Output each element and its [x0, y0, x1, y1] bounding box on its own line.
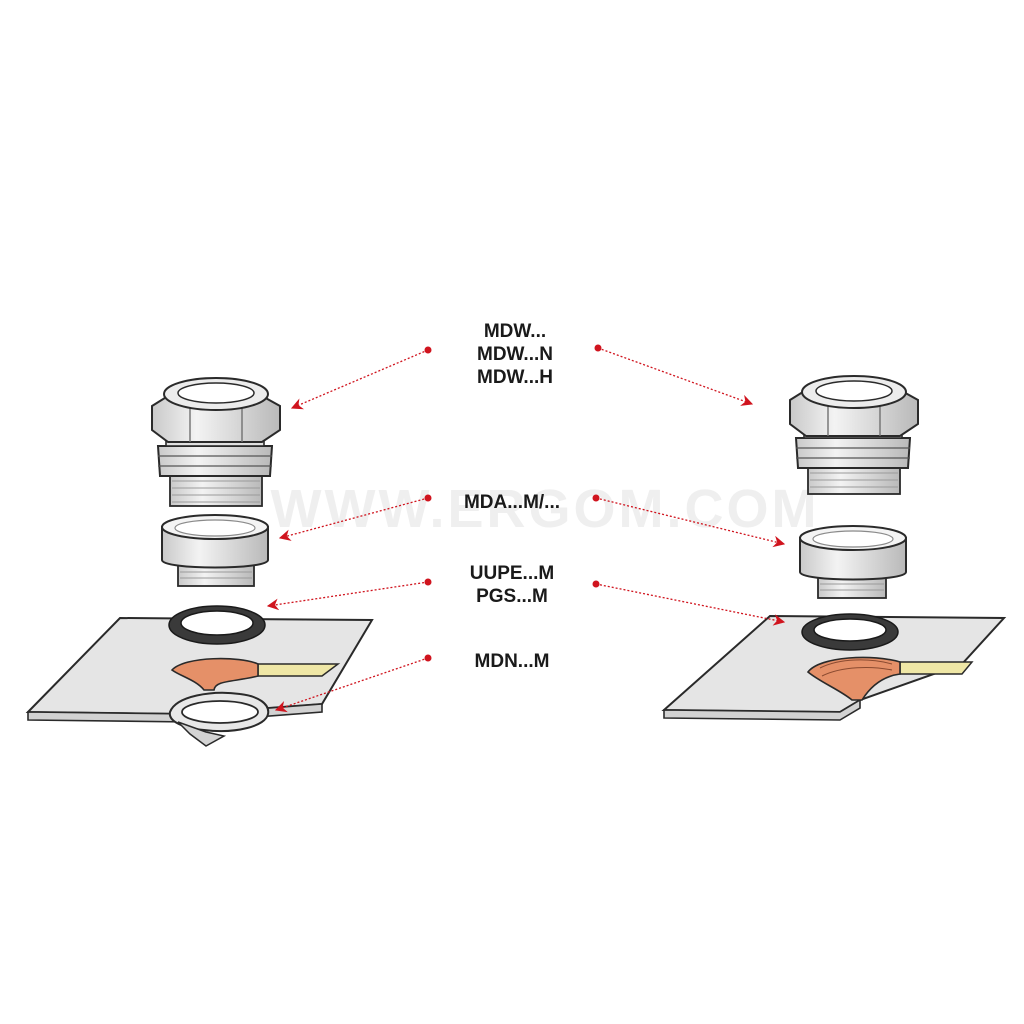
label-seal: UUPE...M PGS...M	[422, 562, 602, 608]
sealing-ring-icon	[168, 605, 266, 645]
arrow-adapter-left	[278, 497, 429, 541]
arrow-nut-left	[274, 657, 429, 713]
arrow-seal-right	[595, 583, 786, 626]
thread-adapter-icon	[799, 525, 907, 599]
cable-gland-icon	[151, 377, 281, 507]
left-assembly	[25, 377, 374, 747]
thread-adapter-icon	[161, 514, 269, 587]
label-nut: MDN...M	[422, 650, 602, 673]
leader-arrows	[266, 347, 786, 713]
label-gland-line-2: MDW...N	[477, 344, 553, 365]
lock-nut-icon	[168, 691, 270, 747]
label-adapter: MDA...M/...	[422, 491, 602, 514]
leader-dots	[424, 344, 602, 662]
right-assembly	[661, 375, 1007, 721]
sealing-ring-icon	[801, 613, 899, 651]
label-nut-line-1: MDN...M	[474, 651, 550, 672]
arrow-adapter-right	[595, 497, 786, 548]
arrow-gland-left	[290, 349, 429, 410]
label-adapter-line-1: MDA...M/...	[463, 492, 561, 513]
enclosure-wall-icon	[661, 614, 1007, 721]
arrow-gland-right	[597, 347, 754, 406]
label-seal-line-2: PGS...M	[476, 586, 548, 607]
watermark: WWW.ERGOM.COM	[270, 479, 820, 539]
label-gland: MDW... MDW...N MDW...H	[425, 320, 605, 389]
label-gland-line-1: MDW...	[483, 321, 547, 342]
cable-gland-icon	[789, 375, 919, 495]
label-gland-line-3: MDW...H	[477, 367, 553, 388]
arrow-seal-left	[266, 581, 429, 611]
label-seal-line-1: UUPE...M	[469, 563, 555, 584]
